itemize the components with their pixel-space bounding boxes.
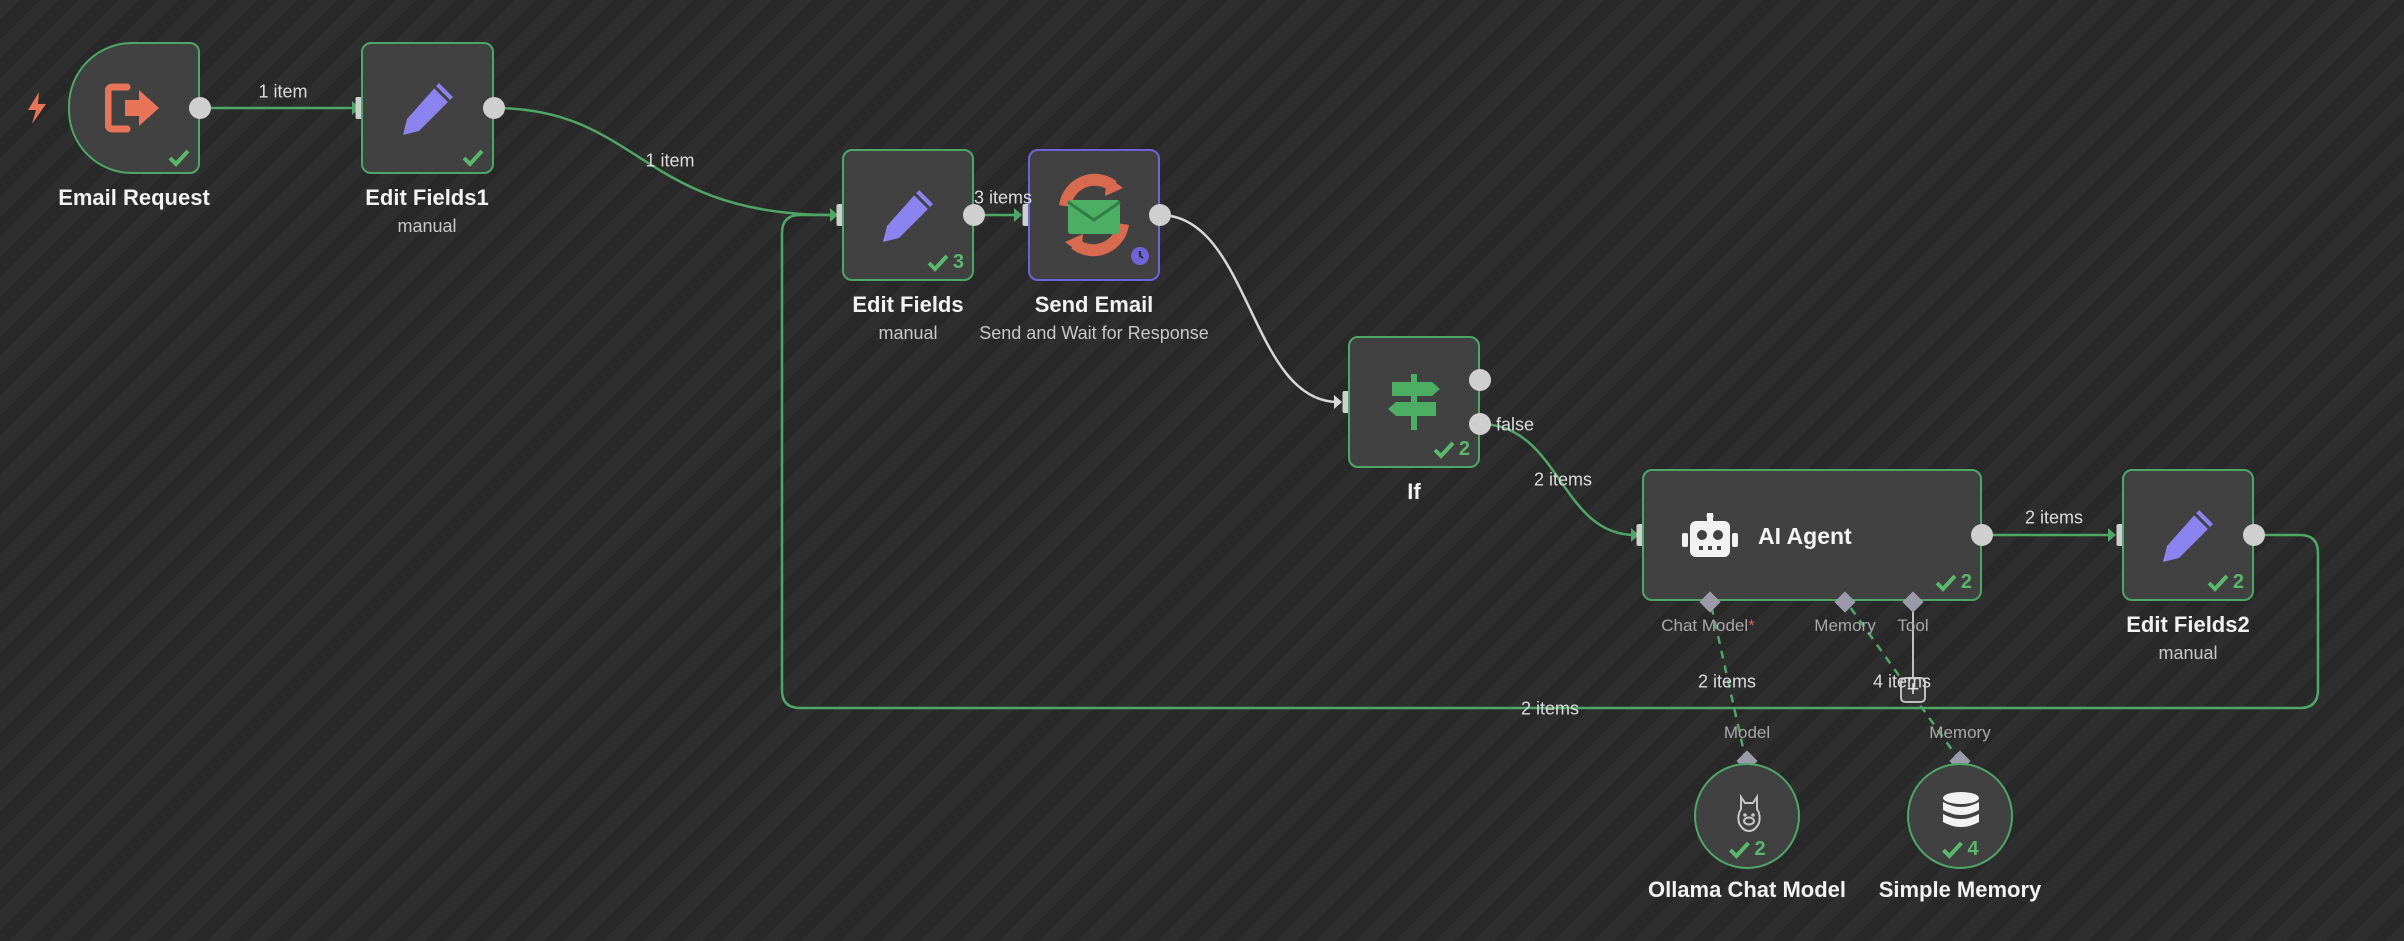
edge-if-false-to-agent: [1479, 422, 1636, 537]
node-title: Send Email: [1034, 292, 1154, 317]
node-subtitle: manual: [878, 323, 938, 343]
run-count-badge: 2: [1433, 438, 1470, 461]
node-subtitle: manual: [2158, 643, 2218, 663]
pencil-icon: [2159, 506, 2217, 564]
edge-arrow: [1334, 395, 1342, 409]
edge-arrow: [1014, 208, 1022, 222]
output-handle[interactable]: [1149, 204, 1171, 226]
run-count: 2: [1754, 838, 1766, 860]
run-count: 2: [1458, 438, 1470, 460]
sign-out-arrow-icon: [105, 83, 163, 133]
database-icon: [1941, 791, 1981, 840]
node-title: Ollama Chat Model: [1647, 877, 1847, 902]
run-count: 2: [2232, 571, 2244, 593]
robot-icon: [1682, 512, 1738, 566]
output-handle[interactable]: [483, 97, 505, 119]
edge-edit1-to-editfields: [493, 106, 833, 217]
node-ollama-chat-model[interactable]: 2: [1694, 763, 1800, 869]
edge-label: 3 items: [973, 187, 1033, 208]
output-handle[interactable]: [1971, 524, 1993, 546]
edge-label: 2 items: [1533, 469, 1593, 490]
pencil-icon: [879, 186, 937, 244]
tool-port-label: Tool: [1897, 616, 1929, 635]
node-email-request[interactable]: [68, 42, 200, 174]
node-title: If: [1407, 479, 1421, 504]
edge-arrow: [1631, 528, 1639, 542]
node-title: Edit Fields1: [365, 185, 489, 210]
edge-arrow: [830, 208, 838, 222]
run-count: 3: [952, 251, 964, 273]
false-output-handle[interactable]: [1469, 413, 1491, 435]
add-tool-button[interactable]: +: [1900, 677, 1926, 703]
node-title: Edit Fields: [852, 292, 964, 317]
node-ai-agent[interactable]: AI Agent 2: [1642, 469, 1982, 601]
true-output-handle[interactable]: [1469, 369, 1491, 391]
success-check-icon: [1729, 841, 1750, 859]
signpost-icon: [1386, 372, 1442, 432]
output-handle[interactable]: [2243, 524, 2265, 546]
edge-model-to-agent: [1708, 599, 1748, 762]
edge-label: 2 items: [1520, 698, 1580, 719]
success-check-icon: [927, 254, 949, 272]
edge-label: 1 item: [645, 150, 695, 171]
node-simple-memory[interactable]: 4: [1907, 763, 2013, 869]
run-count-badge: 2: [1728, 838, 1766, 861]
run-count-badge: 4: [1941, 838, 1979, 861]
trigger-bolt-icon: [26, 92, 48, 129]
edge-arrow: [2108, 528, 2116, 542]
run-count-badge: 2: [2207, 571, 2244, 594]
node-send-email[interactable]: [1028, 149, 1160, 281]
run-count: 4: [1967, 838, 1979, 860]
memory-output-port-label: Memory: [1929, 723, 1991, 742]
pencil-icon: [399, 79, 457, 137]
required-marker: *: [1748, 616, 1755, 635]
run-count: 2: [1960, 571, 1972, 593]
node-title: AI Agent: [1758, 523, 1852, 549]
email-sync-icon: [1051, 172, 1137, 258]
success-check-icon: [1433, 441, 1455, 459]
edge-loop-back: [780, 213, 2320, 710]
llama-icon: [1733, 793, 1765, 838]
edge-label: 1 item: [258, 81, 308, 102]
node-title: Simple Memory: [1878, 877, 2042, 902]
success-check-icon: [168, 149, 190, 167]
edge-label: 2 items: [1697, 671, 1757, 692]
memory-port-label: Memory: [1814, 616, 1876, 635]
output-handle[interactable]: [189, 97, 211, 119]
node-title: Email Request: [58, 185, 210, 210]
node-edit-fields[interactable]: 3: [842, 149, 974, 281]
success-check-icon: [1935, 574, 1957, 592]
node-title: Edit Fields2: [2126, 612, 2250, 637]
node-subtitle: manual: [397, 216, 457, 236]
success-check-icon: [2207, 574, 2229, 592]
node-edit-fields2[interactable]: 2: [2122, 469, 2254, 601]
clock-icon: [1130, 246, 1150, 271]
edge-label: 2 items: [2024, 507, 2084, 528]
run-count-badge: 3: [927, 251, 964, 274]
node-if[interactable]: 2: [1348, 336, 1480, 468]
model-port-label: Model: [1723, 723, 1771, 742]
edge-memory-to-agent: [1843, 599, 1962, 762]
node-edit-fields1[interactable]: [361, 42, 494, 174]
if-false-label: false: [1495, 414, 1535, 435]
chat-model-port-label: Chat Model*: [1661, 616, 1755, 635]
edge-sendemail-to-if: [1159, 213, 1339, 404]
output-handle[interactable]: [963, 204, 985, 226]
success-check-icon: [462, 149, 484, 167]
node-subtitle: Send and Wait for Response: [979, 323, 1209, 343]
run-count-badge: 2: [1935, 571, 1972, 594]
success-check-icon: [1942, 841, 1963, 859]
edge-label: 4 items: [1872, 671, 1932, 692]
